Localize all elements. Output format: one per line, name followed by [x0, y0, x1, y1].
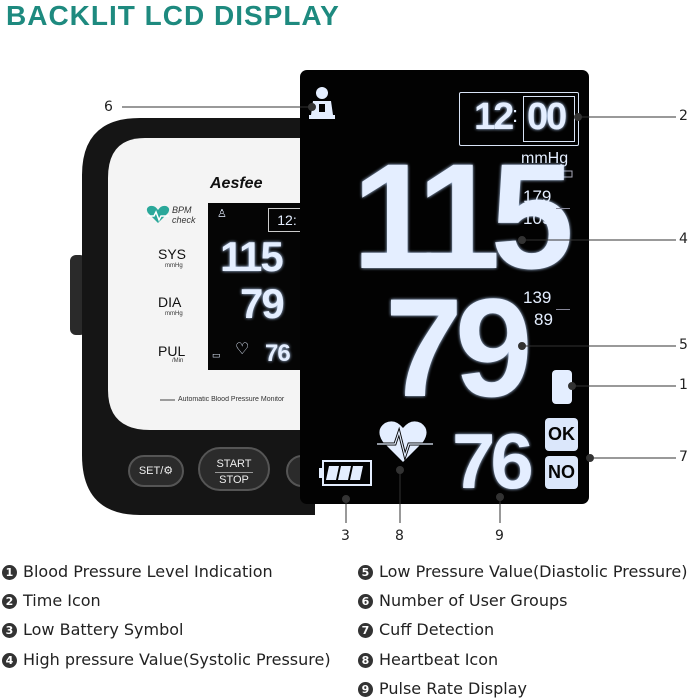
- sys-unit: mmHg: [165, 263, 183, 269]
- unit-label: mmHg: [521, 150, 569, 167]
- callout-2: 2: [679, 108, 688, 124]
- battery-icon: [319, 459, 373, 492]
- mini-lcd: [208, 203, 308, 370]
- device-footer-text: Automatic Blood Pressure Monitor: [178, 396, 285, 403]
- systolic-range-high: 179: [523, 187, 552, 206]
- callout-1: 1: [679, 377, 688, 393]
- page-title: BACKLIT LCD DISPLAY: [6, 0, 340, 31]
- mini-systolic: 115: [220, 233, 284, 280]
- callout-lines: [122, 103, 676, 523]
- bpm-check-text: BPM check: [172, 205, 196, 225]
- callout-5: 5: [679, 337, 688, 353]
- level-indicator-icon: [552, 370, 572, 404]
- callout-4: 4: [679, 231, 688, 247]
- callout-3: 3: [341, 528, 350, 544]
- time-hour: 12: [474, 96, 514, 138]
- callout-6: 6: [104, 99, 113, 115]
- bpm-check-logo: [145, 205, 171, 230]
- heart-check-icon: [146, 205, 170, 223]
- no-indicator: NO: [545, 456, 578, 489]
- pulse-value: 76: [452, 417, 534, 505]
- callout-7: 7: [679, 449, 688, 465]
- callout-9: 9: [495, 528, 504, 544]
- pul-unit: /Min: [172, 358, 184, 364]
- time-colon: :: [512, 102, 519, 127]
- lcd-panel: [300, 70, 589, 504]
- start-stop-button[interactable]: START STOP: [198, 447, 270, 491]
- heartbeat-icon: [377, 420, 433, 469]
- mini-pulse: 76: [265, 340, 291, 367]
- ok-indicator: OK: [545, 418, 578, 451]
- mini-user-icon: ♙: [217, 208, 227, 220]
- diastolic-value: 79: [385, 269, 533, 426]
- dia-label: DIA: [158, 294, 182, 310]
- mini-heart-icon: ♡: [235, 341, 250, 358]
- time-minute: 00: [527, 96, 567, 138]
- diastolic-range-low: 89: [534, 310, 553, 329]
- systolic-range-low: 109: [523, 209, 552, 228]
- set-button[interactable]: SET/⚙: [128, 455, 184, 487]
- sys-label: SYS: [158, 246, 187, 262]
- pul-label: PUL: [158, 343, 186, 359]
- dia-unit: mmHg: [165, 311, 183, 317]
- diastolic-range-high: 139: [523, 288, 552, 307]
- user-group-icon: [305, 85, 339, 126]
- mini-battery-icon: ▭: [212, 350, 221, 360]
- callout-8: 8: [395, 528, 404, 544]
- brand-logo: Aesfee: [210, 175, 263, 192]
- time-minute-box: [523, 96, 575, 142]
- mini-diastolic: 79: [240, 280, 285, 327]
- systolic-value: 115: [352, 132, 574, 300]
- level-indicator-small: [557, 170, 573, 178]
